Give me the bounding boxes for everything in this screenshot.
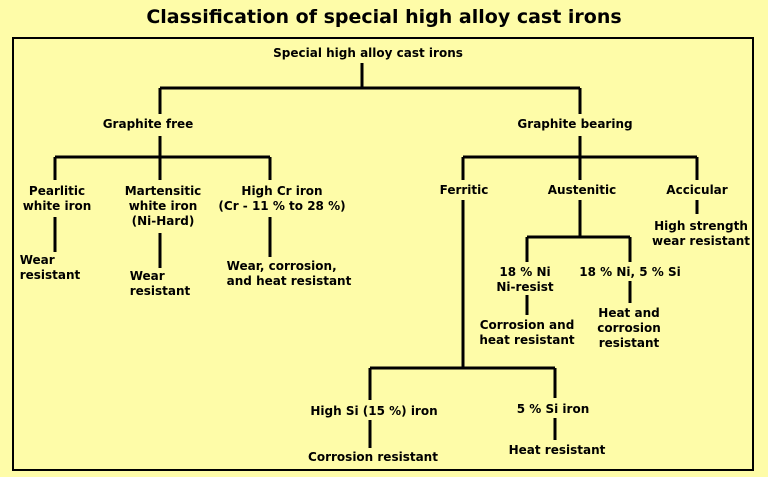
- node-accicular: Accicular: [666, 183, 728, 197]
- node-ni-resist-use-line2: heat resistant: [479, 333, 575, 347]
- node-martensitic-use: Wear resistant: [130, 269, 191, 299]
- node-martensitic-use-line1: Wear: [129, 269, 165, 283]
- node-root: Special high alloy cast irons: [273, 46, 463, 60]
- node-ni-resist-use-line1: Corrosion and: [479, 318, 575, 332]
- node-ni-si-use-line1: Heat and: [598, 306, 660, 320]
- node-austenitic: Austenitic: [547, 183, 617, 197]
- node-pearlitic-use: Wear resistant: [20, 253, 81, 283]
- node-ni-resist-line1: 18 % Ni: [499, 265, 551, 279]
- node-accicular-use-line1: High strength: [654, 219, 748, 233]
- node-ni-si: 18 % Ni, 5 % Si: [579, 265, 681, 279]
- node-ni-si-use-line3: resistant: [598, 336, 660, 350]
- node-high-si-use: Corrosion resistant: [308, 450, 438, 464]
- diagram-title: Classification of special high alloy cas…: [146, 6, 622, 28]
- node-pearlitic-line2: white iron: [22, 199, 92, 213]
- node-si5-use: Heat resistant: [508, 443, 606, 457]
- node-ni-resist-line2: Ni-resist: [496, 280, 554, 294]
- node-pearlitic-use-line2: resistant: [19, 268, 81, 282]
- node-martensitic-use-line2: resistant: [129, 284, 191, 298]
- node-high-si: High Si (15 %) iron: [310, 404, 438, 418]
- node-high-cr-use-line2: and heat resistant: [226, 274, 352, 288]
- node-pearlitic-use-line1: Wear: [19, 253, 55, 267]
- node-high-cr-line2: (Cr - 11 % to 28 %): [218, 199, 346, 213]
- node-ni-resist: 18 % Ni Ni-resist: [496, 265, 553, 295]
- node-high-cr-use-line1: Wear, corrosion,: [226, 259, 337, 273]
- node-high-cr-use: Wear, corrosion, and heat resistant: [227, 259, 352, 289]
- node-martensitic-line3: (Ni-Hard): [131, 214, 195, 228]
- node-accicular-use-line2: wear resistant: [652, 234, 750, 248]
- node-graphite-free: Graphite free: [102, 117, 194, 131]
- node-si5: 5 % Si iron: [516, 402, 590, 416]
- node-ni-si-use-line2: corrosion: [597, 321, 661, 335]
- node-high-cr: High Cr iron (Cr - 11 % to 28 %): [218, 184, 345, 214]
- node-martensitic: Martensitic white iron (Ni-Hard): [125, 184, 202, 229]
- node-martensitic-line2: white iron: [128, 199, 198, 213]
- node-pearlitic: Pearlitic white iron: [23, 184, 92, 214]
- diagram-frame: [12, 37, 754, 471]
- node-ferritic: Ferritic: [439, 183, 489, 197]
- node-accicular-use: High strength wear resistant: [652, 219, 750, 249]
- node-pearlitic-line1: Pearlitic: [28, 184, 86, 198]
- node-high-cr-line1: High Cr iron: [241, 184, 323, 198]
- node-graphite-bearing: Graphite bearing: [517, 117, 633, 131]
- node-martensitic-line1: Martensitic: [124, 184, 202, 198]
- node-ni-si-use: Heat and corrosion resistant: [597, 306, 660, 351]
- node-ni-resist-use: Corrosion and heat resistant: [479, 318, 574, 348]
